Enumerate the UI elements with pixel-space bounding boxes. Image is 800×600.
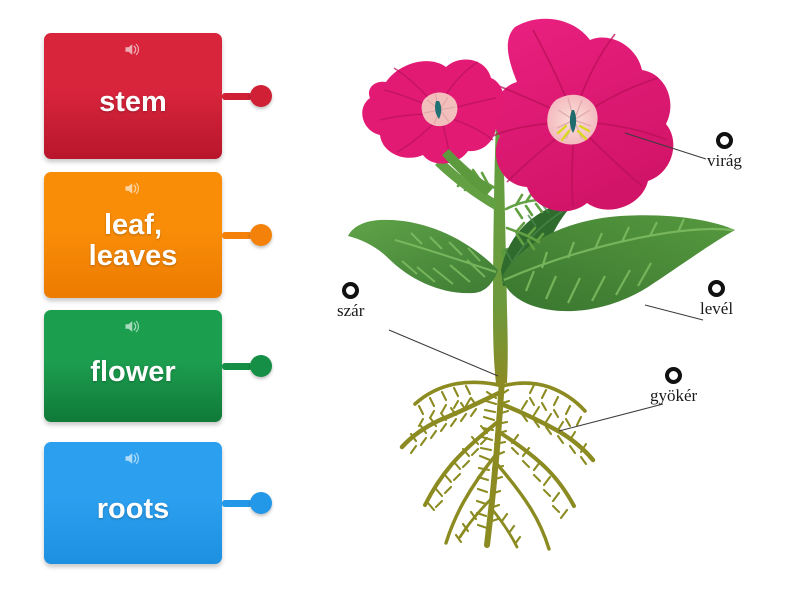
answer-card-label: leaf, leaves <box>88 209 178 272</box>
answer-card-connector-leaf[interactable] <box>222 224 274 246</box>
answer-card-leaf-wrapper: leaf, leaves <box>44 172 272 298</box>
speaker-icon[interactable] <box>124 181 142 196</box>
answer-card-flower-wrapper: flower <box>44 310 272 422</box>
answer-card-roots[interactable]: roots <box>44 442 222 564</box>
szar-leader <box>388 329 499 377</box>
ring-marker-icon <box>708 280 726 297</box>
answer-card-connector-stem[interactable] <box>222 85 274 107</box>
gyoker-leader <box>558 403 664 432</box>
ring-marker-icon <box>342 282 360 299</box>
drop-target-virag[interactable]: virág <box>707 132 742 171</box>
answer-card-list: stem leaf, leaves <box>0 0 290 600</box>
drop-target-label: virág <box>707 151 742 170</box>
answer-card-connector-flower[interactable] <box>222 355 274 377</box>
ring-marker-icon <box>665 367 683 384</box>
drop-target-szar[interactable]: szár <box>337 282 364 321</box>
answer-card-label: stem <box>99 85 167 118</box>
drop-target-label: levél <box>700 299 734 318</box>
drop-target-label: szár <box>337 301 365 320</box>
drop-target-label: gyökér <box>650 386 698 405</box>
leaf-graphic-right <box>502 215 735 312</box>
roots-graphic <box>399 377 596 551</box>
diagram-area: virág szár levél gyökér <box>290 0 800 600</box>
answer-card-stem-wrapper: stem <box>44 33 272 159</box>
drop-target-level[interactable]: levél <box>700 280 733 319</box>
answer-card-roots-wrapper: roots <box>44 442 272 564</box>
virag-leader <box>624 132 707 160</box>
stem-graphic <box>493 118 508 383</box>
answer-card-leaf[interactable]: leaf, leaves <box>44 172 222 298</box>
ring-marker-icon <box>715 132 733 149</box>
leader-lines <box>388 132 707 432</box>
speaker-icon[interactable] <box>124 42 142 57</box>
speaker-icon[interactable] <box>124 451 142 466</box>
flower-graphic-small <box>362 59 504 164</box>
drop-target-gyoker[interactable]: gyökér <box>650 367 697 406</box>
speaker-icon[interactable] <box>124 319 142 334</box>
plant-illustration <box>348 18 735 551</box>
answer-card-stem[interactable]: stem <box>44 33 222 159</box>
answer-card-label: flower <box>90 355 176 388</box>
level-leader <box>644 304 704 321</box>
answer-card-flower[interactable]: flower <box>44 310 222 422</box>
answer-card-label: roots <box>96 492 170 525</box>
flower-graphic-large <box>492 18 674 212</box>
answer-card-connector-roots[interactable] <box>222 492 274 514</box>
